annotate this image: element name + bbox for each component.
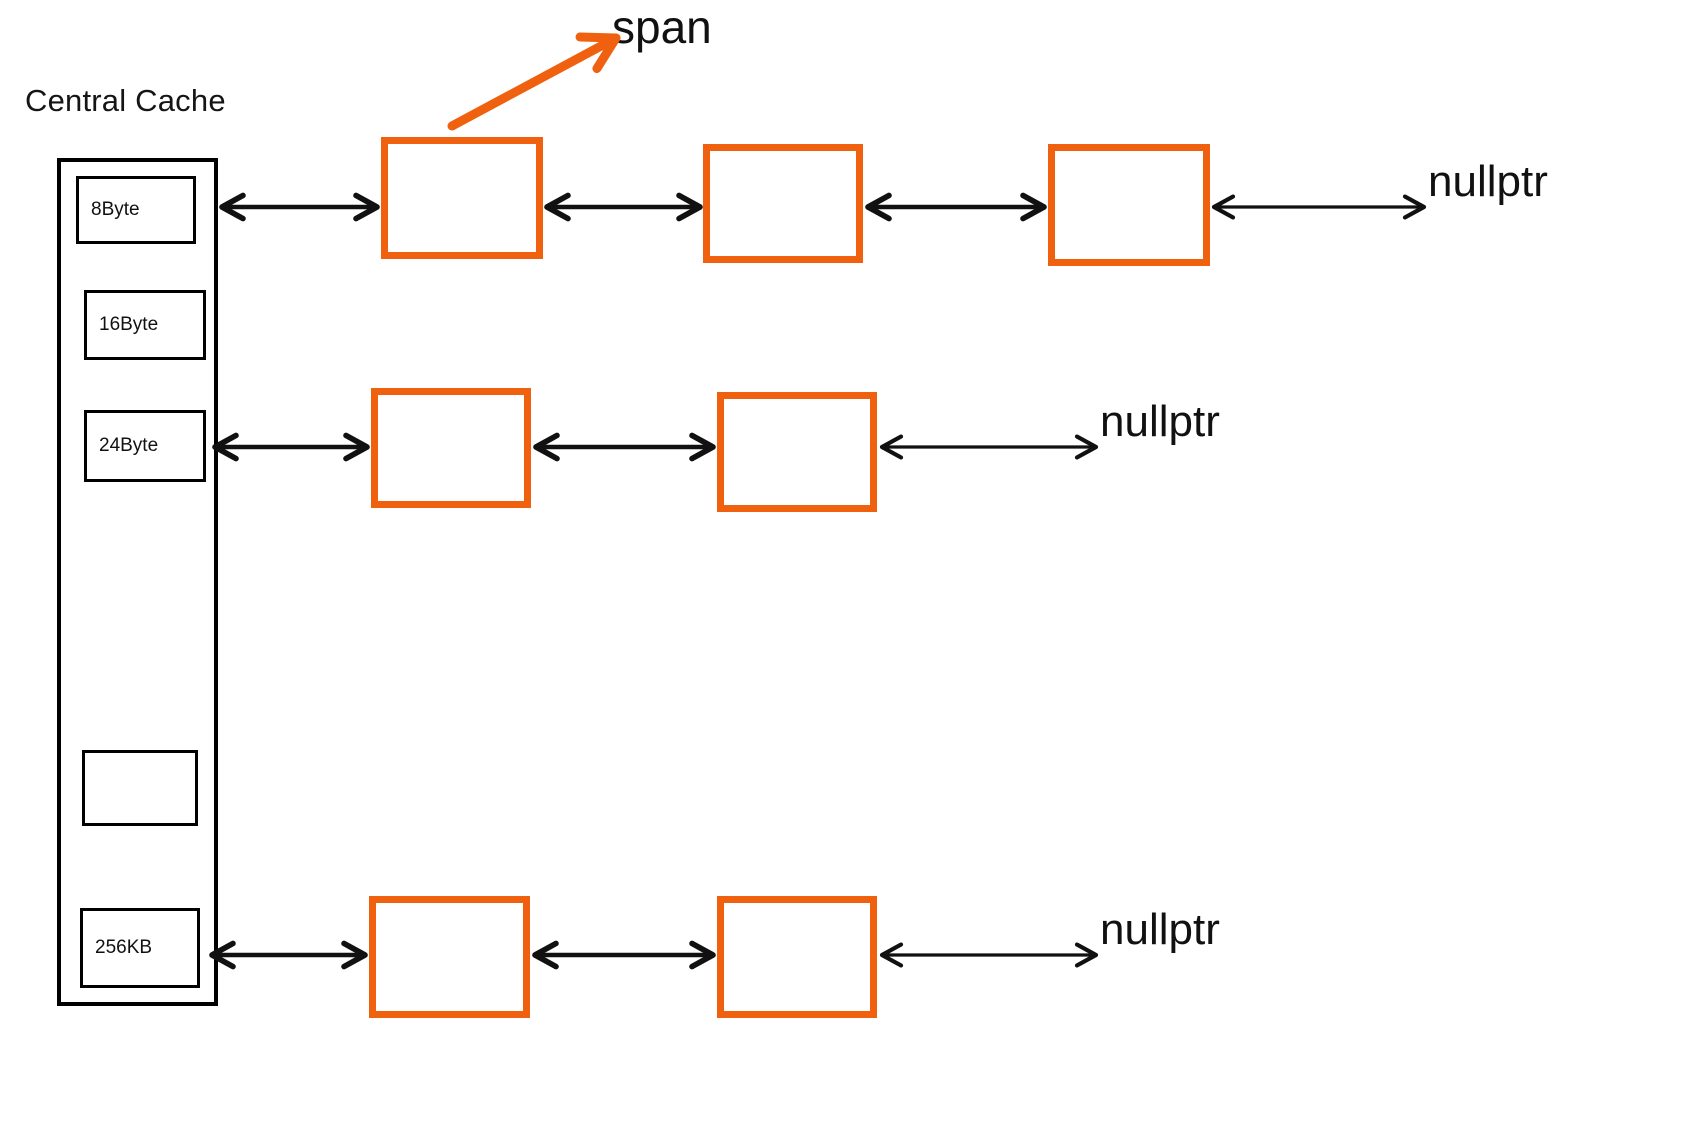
size-class-label: 256KB	[95, 937, 153, 958]
double-arrow	[879, 434, 1099, 460]
size-class-label: 16Byte	[99, 314, 159, 335]
size-class-box-256kb[interactable]: 256KB	[80, 908, 200, 988]
span-box[interactable]	[381, 137, 543, 259]
span-annotation-label: span	[612, 1, 712, 53]
double-arrow	[532, 940, 716, 970]
span-box[interactable]	[371, 388, 531, 508]
double-arrow	[544, 192, 703, 222]
double-arrow	[212, 432, 370, 462]
span-box[interactable]	[717, 896, 877, 1018]
page-title: Central Cache	[25, 83, 226, 118]
span-box[interactable]	[717, 392, 877, 512]
double-arrow	[219, 192, 380, 222]
nullptr-label: nullptr	[1100, 397, 1220, 446]
size-class-label: 8Byte	[91, 199, 140, 220]
double-arrow	[533, 432, 716, 462]
central-cache-container	[57, 158, 218, 1006]
span-box[interactable]	[1048, 144, 1210, 266]
size-class-box-empty[interactable]	[82, 750, 198, 826]
size-class-box-8byte[interactable]: 8Byte	[76, 176, 196, 244]
size-class-box-24byte[interactable]: 24Byte	[84, 410, 206, 482]
double-arrow	[1211, 194, 1427, 220]
double-arrow	[879, 942, 1099, 968]
nullptr-label: nullptr	[1100, 905, 1220, 954]
double-arrow	[209, 940, 368, 970]
size-class-label: 24Byte	[99, 435, 159, 456]
span-box[interactable]	[703, 144, 863, 263]
size-class-box-16byte[interactable]: 16Byte	[84, 290, 206, 360]
nullptr-label: nullptr	[1428, 157, 1548, 206]
span-box[interactable]	[369, 896, 530, 1018]
span-pointer-arrow	[447, 32, 621, 131]
double-arrow	[865, 192, 1047, 222]
